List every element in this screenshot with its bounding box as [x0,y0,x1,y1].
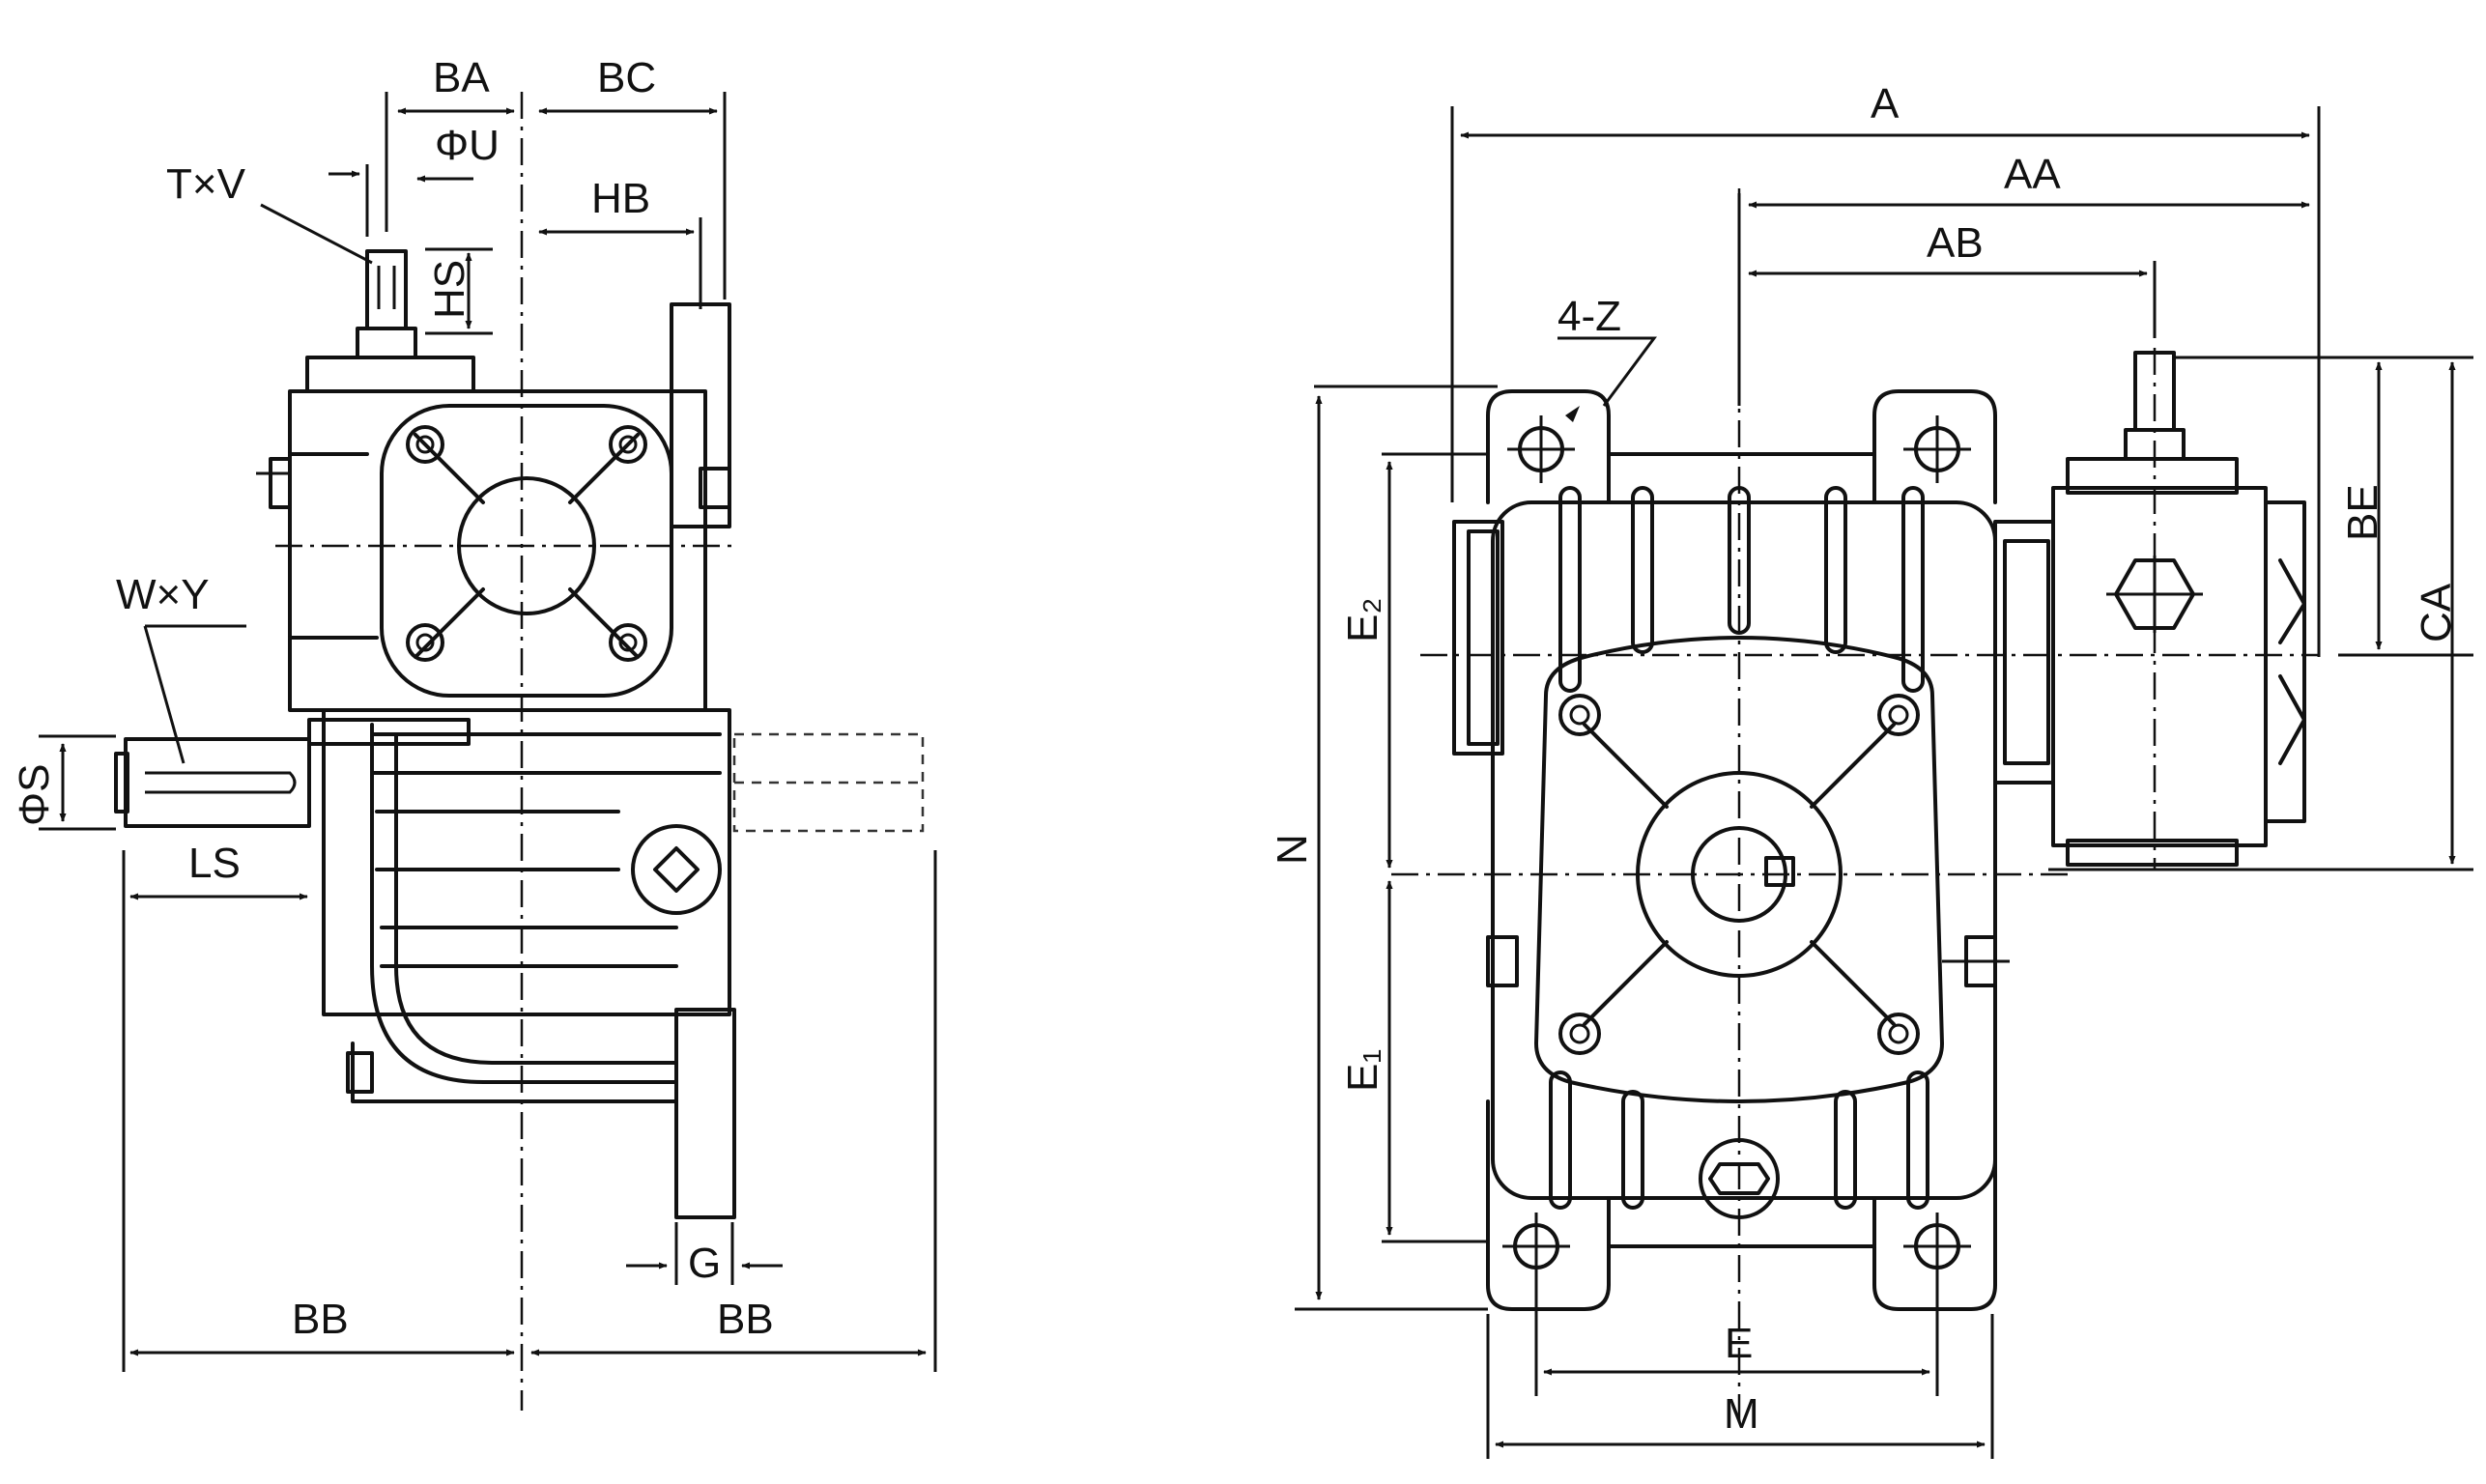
input-motor-housing [2051,486,2268,847]
side-hub [457,476,596,615]
label-PhiU: ΦU [435,122,500,169]
label-E: E [1725,1320,1753,1367]
output-shaft-boss [631,824,722,915]
label-BC: BC [597,54,656,101]
lower-gear-body [322,708,731,1016]
drain-plug [1699,1138,1780,1219]
label-AB: AB [1927,219,1984,267]
label-E2: E₂ [1339,598,1386,642]
front-view: A AA AB 4-Z BE CA N E₂ E₁ E M [1269,80,2473,1459]
left-input-shaft [124,737,311,828]
label-HS: HS [426,260,473,319]
label-HB: HB [591,175,650,222]
bottom-left-foot [1486,1099,1611,1311]
side-view: BA BC T×V ΦU HB HS W×Y ΦS LS G [11,54,937,1411]
front-hub [1636,771,1843,978]
label-TxV: T×V [166,160,246,208]
front-bore [1691,826,1787,923]
label-BB-right: BB [717,1296,774,1343]
lower-housing-curve [370,723,678,1084]
top-input-shaft [365,249,408,330]
foot-bolt-bottom-left [1502,1213,1570,1280]
label-AA: AA [2004,151,2061,198]
cover-bolt-tr [609,425,647,464]
foot-bolt-bottom-right [1903,1213,1971,1280]
label-BE: BE [2339,484,2386,541]
left-end-cap [1452,520,1504,756]
label-G: G [688,1240,721,1287]
cover-bolt-bl [406,623,444,662]
leader-TxV [260,203,373,265]
label-4Z: 4-Z [1557,293,1621,340]
top-left-foot [1486,389,1611,504]
side-bolt-head [269,457,292,509]
cover-bolt-tl [406,425,444,464]
label-PhiS: ΦS [11,764,58,826]
bore-keyway [1764,856,1795,887]
label-M: M [1724,1390,1759,1438]
label-BA: BA [433,54,490,101]
housing-ribs [1549,486,1929,1210]
side-gear-cover [380,404,673,698]
cover-bolt-br [609,623,647,662]
bottom-right-foot [1872,1099,1997,1311]
leader-WxY [143,624,246,764]
top-shaft-collar [356,327,417,359]
label-BB-left: BB [292,1296,349,1343]
label-LS: LS [188,840,241,887]
bottom-mount-flange [674,1008,736,1219]
top-mount-flange [670,302,731,528]
leader-4Z [1557,336,1657,407]
label-WxY: W×Y [116,571,210,618]
input-housing-cap [305,356,475,393]
label-E1: E₁ [1339,1049,1386,1092]
foot-bolt-top-right [1903,415,1971,483]
top-right-foot [1872,389,1997,504]
label-CA: CA [2413,583,2460,642]
label-A: A [1871,80,1900,128]
foot-bolt-top-left [1507,415,1575,483]
front-housing-body [1491,500,1997,1200]
label-N: N [1269,834,1316,865]
front-gear-cover [1534,636,1944,1103]
